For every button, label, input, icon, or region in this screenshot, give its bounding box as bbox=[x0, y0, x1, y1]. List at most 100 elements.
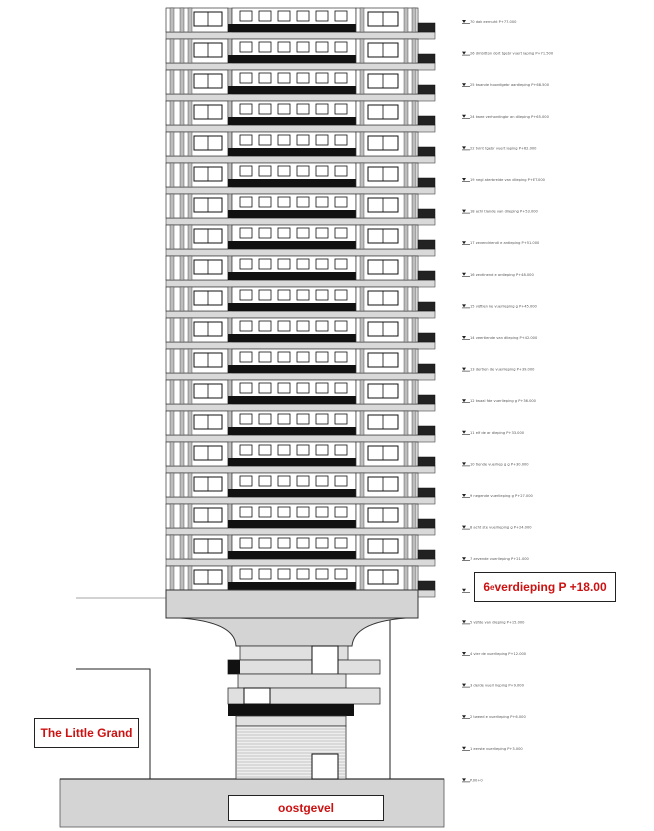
view-name-callout: oostgevel bbox=[228, 795, 384, 821]
column bbox=[359, 565, 365, 591]
core-segment bbox=[237, 673, 347, 689]
column bbox=[179, 224, 185, 250]
balcony-window bbox=[296, 320, 310, 332]
balcony-window bbox=[334, 475, 348, 487]
level-triangle bbox=[462, 146, 466, 150]
level-triangle bbox=[462, 399, 466, 403]
core-segment bbox=[235, 715, 347, 727]
level-label: 25 twande hoordlgebr aardieping P+68.500 bbox=[470, 83, 550, 87]
balcony-railing bbox=[228, 117, 356, 125]
column bbox=[169, 410, 175, 436]
balcony-window bbox=[277, 165, 291, 177]
level-triangle bbox=[462, 557, 466, 561]
tower-floor bbox=[165, 410, 436, 443]
column bbox=[403, 379, 409, 405]
balcony-window bbox=[315, 444, 329, 456]
column bbox=[187, 503, 193, 529]
balcony-window bbox=[334, 41, 348, 53]
level-label: 14 veertiende van dlieping P+42.000 bbox=[470, 336, 538, 340]
balcony-window bbox=[277, 134, 291, 146]
column bbox=[179, 472, 185, 498]
column bbox=[403, 38, 409, 64]
balcony-window bbox=[239, 10, 253, 22]
balcony-window bbox=[334, 227, 348, 239]
column bbox=[179, 69, 185, 95]
level-triangle bbox=[462, 494, 466, 497]
balcony-railing bbox=[228, 272, 356, 280]
balcony-window bbox=[296, 475, 310, 487]
column bbox=[187, 162, 193, 188]
column bbox=[179, 193, 185, 219]
side-balcony bbox=[417, 53, 436, 64]
tower-floor bbox=[165, 162, 436, 195]
column bbox=[411, 410, 417, 436]
balcony-window bbox=[258, 382, 272, 394]
balcony-window bbox=[258, 413, 272, 425]
column bbox=[411, 503, 417, 529]
floor-slab bbox=[165, 31, 436, 40]
column bbox=[359, 255, 365, 281]
level-triangle bbox=[462, 336, 466, 339]
balcony-railing bbox=[228, 55, 356, 63]
balcony-window bbox=[334, 351, 348, 363]
balcony-window bbox=[315, 537, 329, 549]
balcony-window bbox=[315, 475, 329, 487]
level-label: 11 elf de ar dieping P+33.000 bbox=[470, 431, 525, 435]
side-balcony bbox=[417, 84, 436, 95]
column bbox=[179, 348, 185, 374]
tower-floor bbox=[165, 317, 436, 350]
column bbox=[169, 193, 175, 219]
column bbox=[411, 193, 417, 219]
balcony-window bbox=[239, 289, 253, 301]
balcony-window bbox=[258, 258, 272, 270]
balcony-window bbox=[315, 506, 329, 518]
column bbox=[187, 472, 193, 498]
column bbox=[187, 38, 193, 64]
column bbox=[179, 565, 185, 591]
side-balcony bbox=[417, 146, 436, 157]
level-triangle bbox=[462, 715, 466, 719]
column bbox=[403, 131, 409, 157]
level-label: 17 zevendriendi e ardieping P+51.000 bbox=[470, 241, 540, 245]
column bbox=[187, 565, 193, 591]
tower-facade bbox=[165, 7, 436, 598]
column bbox=[169, 317, 175, 343]
column bbox=[169, 38, 175, 64]
balcony-window bbox=[258, 506, 272, 518]
column bbox=[187, 317, 193, 343]
side-balcony bbox=[417, 301, 436, 312]
balcony-window bbox=[334, 382, 348, 394]
level-marker: 17 zevendriendi e ardieping P+51.000 bbox=[462, 241, 540, 245]
column bbox=[403, 193, 409, 219]
core-dark-panel bbox=[228, 660, 240, 674]
level-marker: 26 dmbitton dort tgebr vuert laping P+71… bbox=[462, 51, 554, 56]
balcony-window bbox=[315, 41, 329, 53]
balcony-window bbox=[258, 72, 272, 84]
level-label: 26 dmbitton dort tgebr vuert laping P+71… bbox=[470, 52, 554, 56]
balcony-window bbox=[277, 289, 291, 301]
balcony-window bbox=[258, 537, 272, 549]
balcony-window bbox=[334, 165, 348, 177]
core-window bbox=[243, 687, 271, 705]
balcony-window bbox=[258, 320, 272, 332]
level-triangle bbox=[462, 588, 466, 592]
project-name-label: The Little Grand bbox=[40, 726, 133, 740]
balcony-window bbox=[277, 103, 291, 115]
site-boundary-left bbox=[76, 668, 151, 779]
level-label: P.00+0 bbox=[470, 778, 483, 782]
level-marker: 7 zevende vuerlieping P+21.000 bbox=[462, 557, 530, 561]
level-triangle bbox=[462, 241, 466, 245]
balcony-window bbox=[277, 10, 291, 22]
balcony-window bbox=[334, 103, 348, 115]
level-callout-number: 6 bbox=[483, 580, 491, 594]
tower-floor bbox=[165, 286, 436, 319]
column bbox=[403, 224, 409, 250]
balcony-window bbox=[296, 289, 310, 301]
column bbox=[187, 193, 193, 219]
column bbox=[187, 534, 193, 560]
column bbox=[169, 162, 175, 188]
floor-slab bbox=[165, 527, 436, 536]
